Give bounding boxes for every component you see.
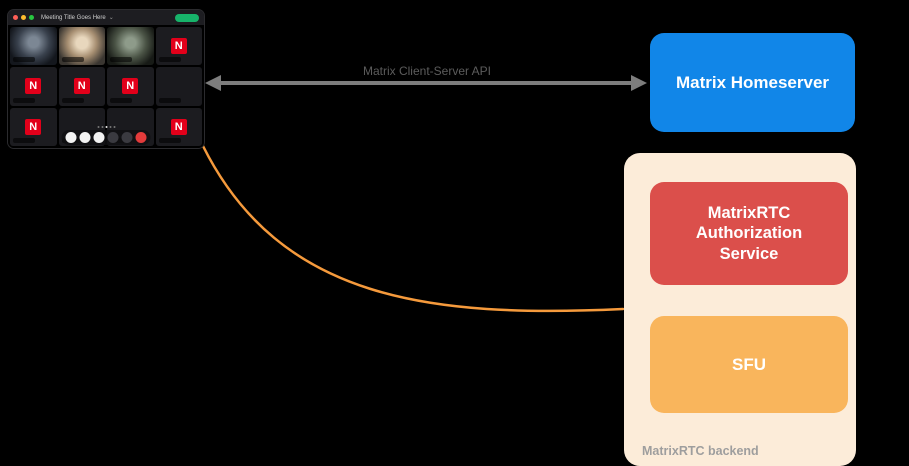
authorization-service-label: MatrixRTC Authorization Service bbox=[695, 203, 803, 263]
camera-button bbox=[79, 132, 91, 143]
chevron-down-icon: ⌄ bbox=[108, 15, 114, 21]
video-grid: N N N N N N bbox=[8, 25, 204, 148]
mic-button bbox=[65, 132, 77, 143]
participant-tile bbox=[10, 27, 57, 66]
participant-tile-logo: N bbox=[10, 67, 57, 106]
authorization-service-node: MatrixRTC Authorization Service bbox=[650, 182, 848, 285]
page-dot bbox=[101, 126, 103, 128]
close-button-icon bbox=[13, 15, 18, 20]
page-dot bbox=[97, 126, 99, 128]
participant-tile-logo: N bbox=[58, 67, 105, 106]
zoom-button-icon bbox=[29, 15, 34, 20]
homeserver-node: Matrix Homeserver bbox=[650, 33, 855, 132]
participant-tile bbox=[58, 27, 105, 66]
pagination-dots bbox=[97, 126, 115, 128]
broadcaster-logo-icon: N bbox=[25, 118, 42, 135]
screenshare-button bbox=[93, 132, 105, 143]
video-call-window: Meeting Title Goes Here ⌄ N N N N N N bbox=[8, 10, 204, 148]
sfu-label: SFU bbox=[732, 354, 766, 374]
call-controls bbox=[61, 126, 151, 145]
participant-tile-logo: N bbox=[155, 27, 202, 66]
overflow-button bbox=[121, 132, 133, 143]
participant-tile bbox=[155, 67, 202, 106]
control-bar bbox=[61, 130, 151, 145]
broadcaster-logo-icon: N bbox=[73, 78, 90, 95]
leave-call-button bbox=[135, 132, 147, 143]
sfu-node: SFU bbox=[650, 316, 848, 413]
matrixrtc-backend-container: MatrixRTC Authorization Service SFU Matr… bbox=[624, 153, 856, 466]
status-pill bbox=[175, 13, 199, 22]
arrowhead-left-icon bbox=[205, 75, 221, 91]
participant-tile-logo: N bbox=[107, 67, 154, 106]
broadcaster-logo-icon: N bbox=[170, 118, 187, 135]
page-dot bbox=[109, 126, 111, 128]
broadcaster-logo-icon: N bbox=[122, 78, 139, 95]
page-dot bbox=[113, 126, 115, 128]
minimize-button-icon bbox=[21, 15, 26, 20]
homeserver-label: Matrix Homeserver bbox=[675, 72, 830, 92]
page-dot bbox=[105, 126, 107, 128]
call-to-backend-connector bbox=[201, 144, 625, 313]
participant-tile-logo: N bbox=[10, 107, 57, 146]
participant-tile bbox=[107, 27, 154, 66]
backend-container-label: MatrixRTC backend bbox=[642, 444, 759, 458]
meeting-title: Meeting Title Goes Here bbox=[41, 14, 106, 21]
api-arrow-label: Matrix Client-Server API bbox=[362, 64, 492, 78]
broadcaster-logo-icon: N bbox=[25, 78, 42, 95]
participant-tile-logo: N bbox=[155, 107, 202, 146]
broadcaster-logo-icon: N bbox=[170, 38, 187, 55]
arrowhead-right-icon bbox=[631, 75, 647, 91]
more-button bbox=[107, 132, 119, 143]
window-titlebar: Meeting Title Goes Here ⌄ bbox=[8, 10, 204, 25]
